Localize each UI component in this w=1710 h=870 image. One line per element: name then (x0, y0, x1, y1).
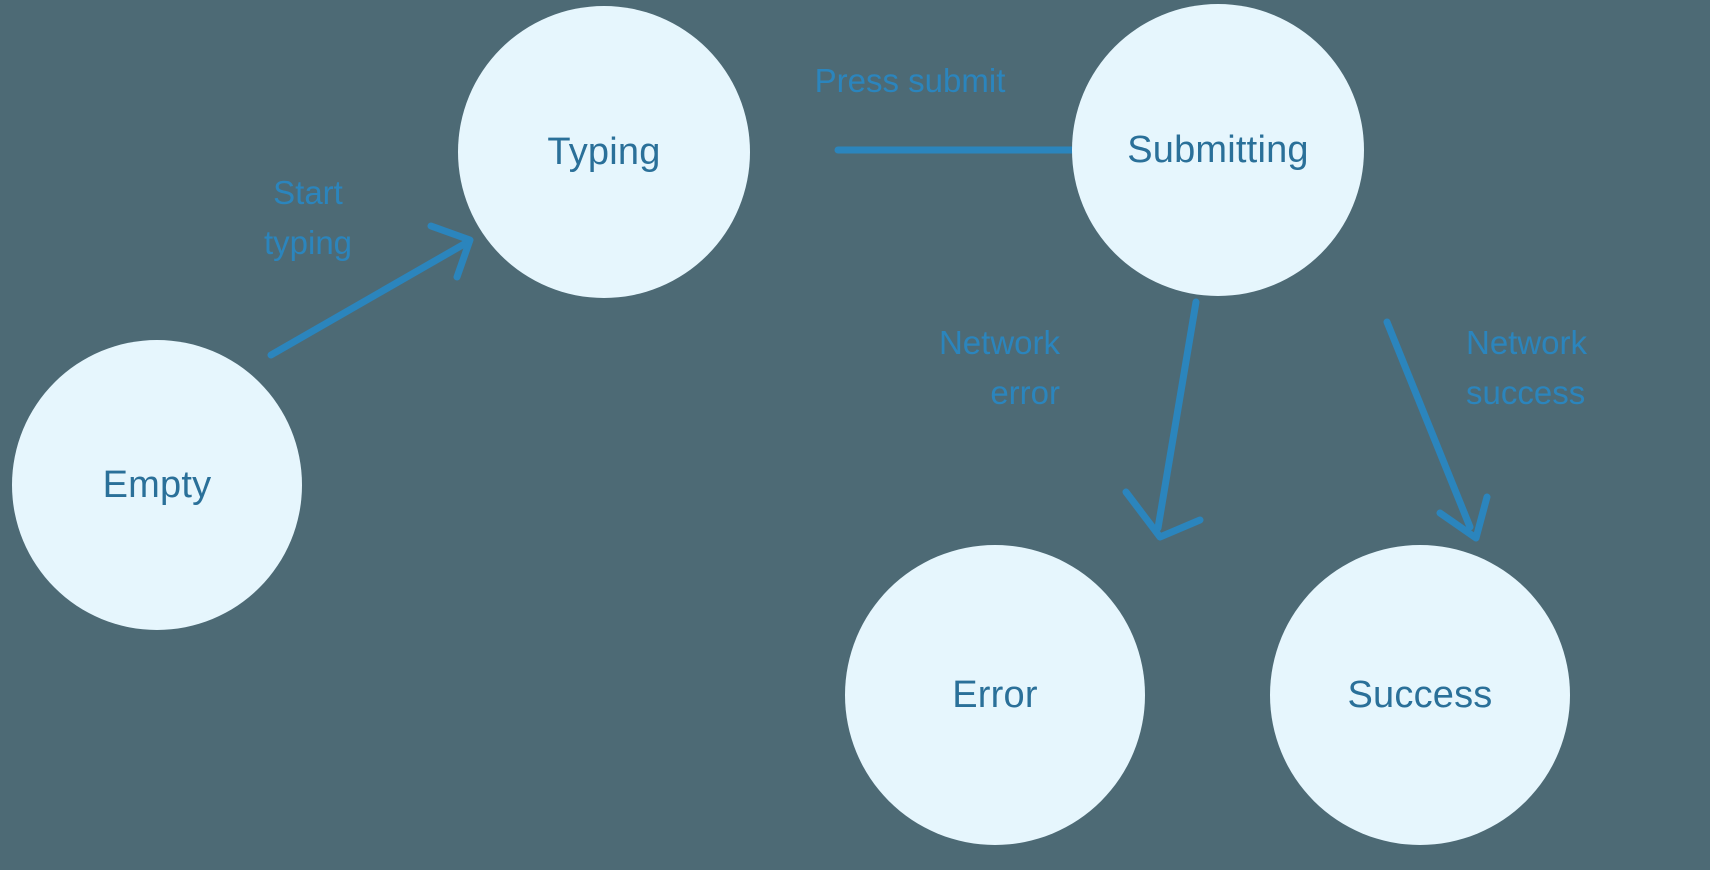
edge-submitting-to-error (1122, 298, 1204, 541)
edge-label-network-error: Network error (938, 324, 1060, 412)
edge-submitting-to-success (1383, 318, 1491, 542)
state-node-label: Success (1347, 673, 1493, 716)
edge-label-press-submit: Press submit (814, 62, 1006, 99)
state-node-submitting[interactable]: Submitting (1072, 4, 1364, 296)
state-node-label: Typing (547, 130, 661, 173)
state-node-error[interactable]: Error (845, 545, 1145, 845)
edge-label-start-typing: Start typing (263, 174, 353, 262)
state-node-label: Empty (102, 463, 212, 506)
state-node-label: Submitting (1127, 128, 1309, 171)
state-node-success[interactable]: Success (1270, 545, 1570, 845)
edge-label-network-success: Network success (1466, 324, 1588, 412)
state-node-typing[interactable]: Typing (458, 6, 750, 298)
state-node-label: Error (952, 673, 1038, 716)
state-node-empty[interactable]: Empty (12, 340, 302, 630)
edge-empty-to-typing (267, 222, 474, 359)
